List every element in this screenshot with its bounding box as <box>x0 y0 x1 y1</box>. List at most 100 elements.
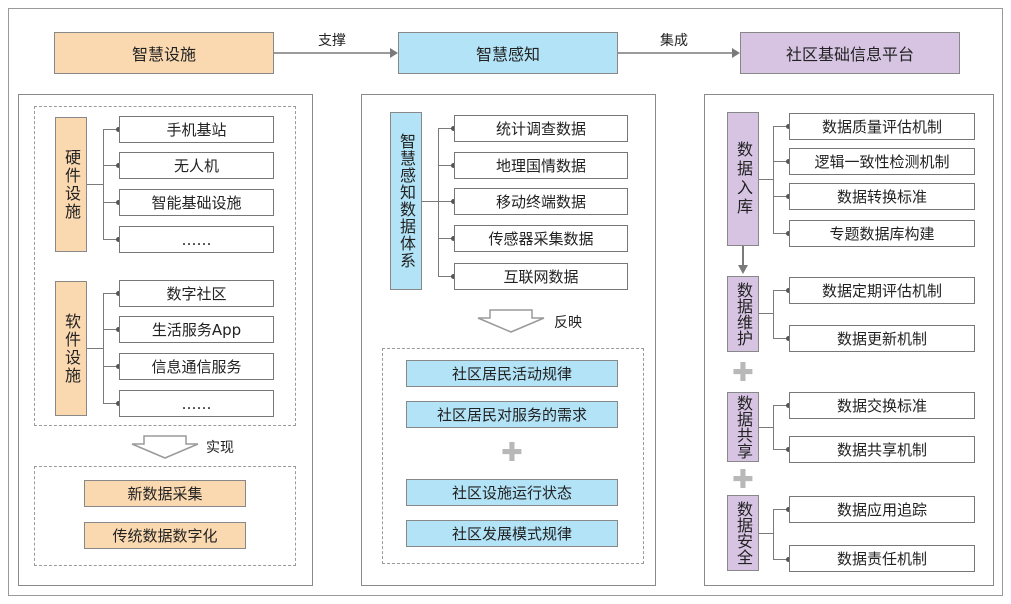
data-security-label: 数据安全 <box>727 495 759 571</box>
connector <box>759 427 773 428</box>
connector <box>103 293 119 294</box>
data-security-item: 数据应用追踪 <box>789 496 975 523</box>
software-item: 信息通信服务 <box>119 353 274 380</box>
middle-result-area <box>382 348 644 564</box>
perception-item: 互联网数据 <box>454 263 628 290</box>
connector-dot <box>786 124 791 129</box>
middle-result: 社区居民对服务的需求 <box>406 401 618 428</box>
data-security-label-text: 数据安全 <box>734 501 753 565</box>
hardware-item: 手机基站 <box>119 116 274 143</box>
middle-result: 社区居民活动规律 <box>406 360 618 387</box>
plus-icon: ✚ <box>501 438 523 468</box>
connector-dot <box>786 336 791 341</box>
connector <box>103 293 104 403</box>
support-label: 支撑 <box>318 33 346 49</box>
realize-label: 实现 <box>206 440 234 456</box>
perception-item: 移动终端数据 <box>454 188 628 215</box>
connector <box>438 201 454 202</box>
software-item: …… <box>119 390 274 417</box>
left-dashed-area <box>34 106 296 426</box>
connector <box>773 405 789 406</box>
data-storage-label-text: 数据入库 <box>734 141 753 217</box>
connector-dot <box>786 557 791 562</box>
connector <box>87 184 103 185</box>
connector-dot <box>451 199 456 204</box>
software-label-text: 软件设施 <box>62 312 81 385</box>
connector <box>773 233 789 234</box>
left-result-area <box>34 466 296 566</box>
perception-item: 统计调查数据 <box>454 115 628 142</box>
connector-dot <box>786 403 791 408</box>
connector <box>759 313 773 314</box>
connector-dot <box>451 236 456 241</box>
middle-panel <box>361 94 656 586</box>
connector-dot <box>786 288 791 293</box>
software-label: 软件设施 <box>55 281 87 416</box>
connector <box>438 128 439 276</box>
connector <box>759 533 773 534</box>
connector-dot <box>116 163 121 168</box>
connector <box>103 329 119 330</box>
connector <box>87 348 103 349</box>
data-storage-item: 专题数据库构建 <box>789 220 975 247</box>
connector <box>422 201 438 202</box>
data-sharing-label-text: 数据共享 <box>734 395 753 459</box>
connector <box>773 290 774 338</box>
left-result: 新数据采集 <box>84 480 246 507</box>
connector-dot <box>786 194 791 199</box>
right-panel <box>704 94 994 586</box>
connector <box>103 129 104 239</box>
smart-facilities-box: 智慧设施 <box>54 32 274 74</box>
connector-dot <box>451 163 456 168</box>
smart-perception-box: 智慧感知 <box>398 32 618 74</box>
hardware-item: 智能基础设施 <box>119 189 274 216</box>
reflect-label: 反映 <box>554 315 582 331</box>
down-arrow-icon <box>477 309 545 333</box>
connector <box>773 126 789 127</box>
connector <box>103 165 119 166</box>
connector-dot <box>786 447 791 452</box>
integration-label: 集成 <box>660 33 688 49</box>
data-sharing-item: 数据交换标准 <box>789 392 975 419</box>
data-storage-label: 数据入库 <box>727 112 759 246</box>
data-sharing-label: 数据共享 <box>727 392 759 462</box>
middle-result: 社区设施运行状态 <box>406 479 618 506</box>
connector-dot <box>451 274 456 279</box>
connector-dot <box>786 507 791 512</box>
perception-item: 传感器采集数据 <box>454 225 628 252</box>
left-panel <box>18 94 313 586</box>
middle-result: 社区发展模式规律 <box>406 520 618 547</box>
perception-item: 地理国情数据 <box>454 152 628 179</box>
connector-dot <box>116 364 121 369</box>
plus-icon: ✚ <box>732 358 754 388</box>
connector <box>438 165 454 166</box>
data-storage-item: 逻辑一致性检测机制 <box>789 148 975 175</box>
outer-frame <box>8 8 1003 596</box>
connector <box>773 509 774 559</box>
platform-box: 社区基础信息平台 <box>740 32 960 74</box>
hardware-item: 无人机 <box>119 152 274 179</box>
connector <box>773 405 774 449</box>
connector <box>773 509 789 510</box>
connector <box>103 202 119 203</box>
connector <box>773 290 789 291</box>
connector <box>773 161 789 162</box>
software-item: 生活服务App <box>119 316 274 343</box>
connector-dot <box>116 291 121 296</box>
down-arrow-icon <box>131 435 199 459</box>
connector <box>103 239 119 240</box>
connector-dot <box>116 237 121 242</box>
connector <box>438 128 454 129</box>
connector <box>773 126 774 234</box>
connector <box>773 559 789 560</box>
down-arrow-icon <box>738 246 748 274</box>
data-maintenance-item: 数据更新机制 <box>789 325 975 352</box>
data-maintenance-item: 数据定期评估机制 <box>789 277 975 304</box>
connector-dot <box>116 401 121 406</box>
connector <box>773 338 789 339</box>
data-maintenance-label-text: 数据维护 <box>734 282 753 346</box>
data-security-item: 数据责任机制 <box>789 545 975 572</box>
perception-system-label: 智慧感知数据体系 <box>390 112 422 290</box>
left-result: 传统数据数字化 <box>84 522 246 549</box>
